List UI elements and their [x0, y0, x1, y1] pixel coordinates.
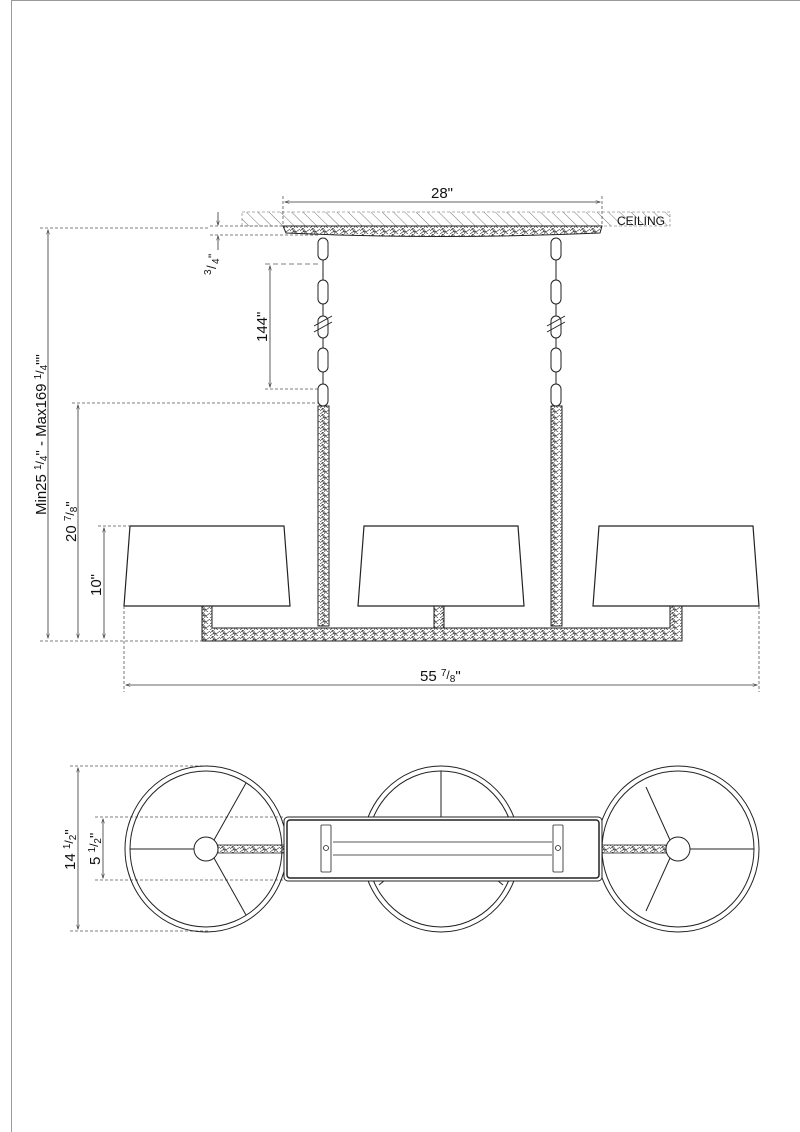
page-frame: [11, 0, 800, 1132]
svg-text:4: 4: [211, 258, 222, 264]
svg-text:5 1/2": 5 1/2": [87, 833, 104, 865]
shade-right: [592, 525, 760, 607]
canopy-thickness-label: 3 / 4 ": [203, 254, 222, 275]
svg-text:14 1/2": 14 1/2": [62, 829, 79, 870]
chain-left: [313, 237, 333, 407]
shade-left: [123, 525, 291, 607]
overall-height-label: Min25 1/4" - Max169 1/4"": [33, 354, 50, 515]
chain-right: [546, 237, 566, 407]
shade-height-label: 10": [88, 574, 105, 596]
stem-right: [550, 405, 563, 627]
overall-depth-label: 14 1/2": [62, 829, 79, 870]
canopy-depth-label: 5 1/2": [87, 833, 104, 865]
top-plan-view: 14 1/2" 5 1/2": [62, 765, 760, 933]
shade-center: [357, 525, 525, 607]
front-elevation-view: CEILING 28" 3 / 4 " 144": [33, 185, 760, 692]
mounting-bracket-left: [320, 824, 332, 873]
ceiling-label: CEILING: [617, 214, 665, 228]
ceiling-band: [241, 211, 671, 227]
arm-top-right: [599, 844, 667, 854]
arm-top-left: [217, 844, 285, 854]
mounting-bracket-right: [552, 824, 564, 873]
svg-text:Min25 1/4" - Max169 1/4"": Min25 1/4" - Max169 1/4"": [33, 354, 50, 515]
overall-width-label: 55 7/8": [420, 668, 461, 685]
canopy-top: [283, 816, 603, 882]
svg-text:3: 3: [203, 269, 214, 275]
shade-top-left: [124, 765, 288, 933]
chain-length-label: 144": [254, 312, 271, 342]
svg-text:20 7/8": 20 7/8": [63, 501, 80, 542]
canopy-width-label: 28": [431, 185, 453, 202]
canopy: [282, 225, 603, 237]
svg-text:/: /: [204, 265, 219, 269]
body-height-label: 20 7/8": [63, 501, 80, 542]
svg-text:": ": [206, 254, 220, 258]
stem-left: [317, 405, 330, 627]
